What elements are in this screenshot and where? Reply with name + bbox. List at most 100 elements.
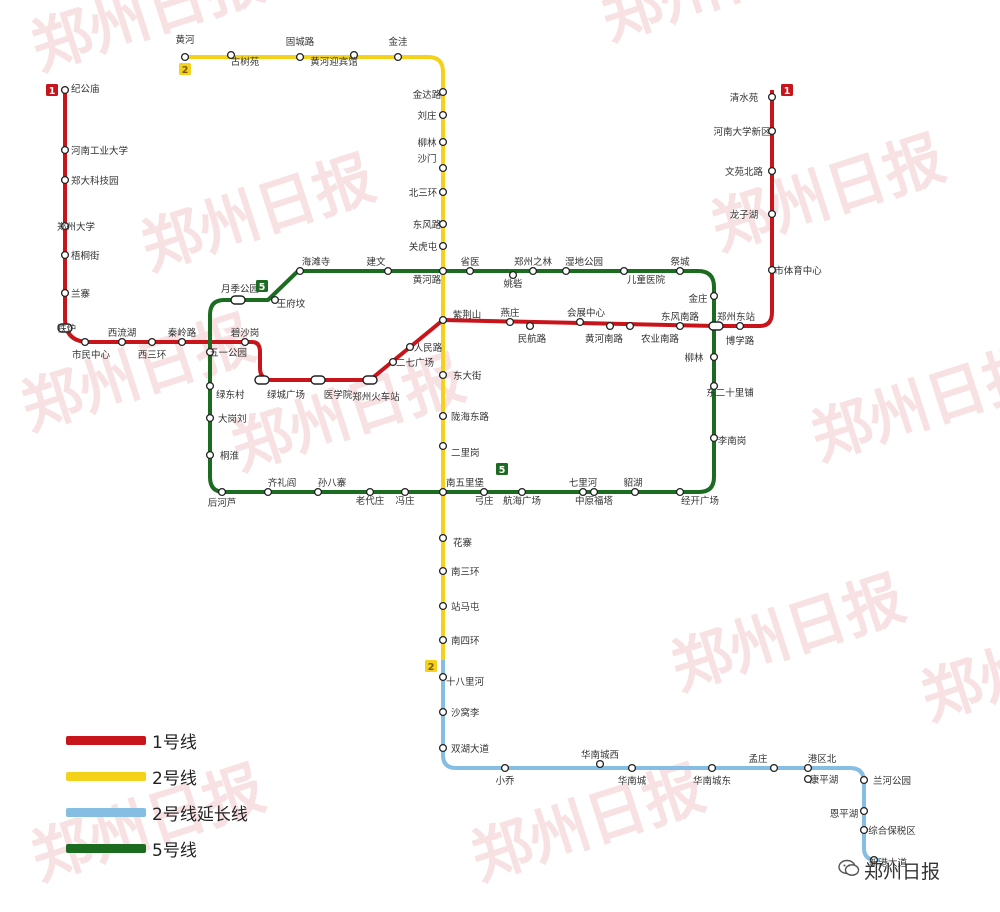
station[interactable]: 陇海东路 (438, 411, 490, 423)
station[interactable]: 东二十里铺 (706, 381, 754, 399)
station[interactable]: 齐礼阎 (263, 477, 297, 497)
station[interactable]: 王府坟 (270, 295, 306, 310)
station[interactable]: 北三环 (409, 187, 448, 199)
station[interactable]: 五一公园 (205, 347, 247, 359)
station[interactable]: 龙子湖 (730, 209, 777, 221)
station[interactable]: 绿东村 (205, 381, 245, 401)
station[interactable]: 建文 (366, 256, 393, 276)
station[interactable]: 航海广场 (503, 487, 541, 507)
station[interactable]: 二七广场 (388, 357, 434, 369)
station[interactable]: 紫荆山 (438, 309, 482, 325)
station[interactable]: 金庄 (688, 291, 719, 305)
station[interactable]: 沙门 (417, 153, 448, 173)
station[interactable]: 固城路 (286, 36, 315, 62)
station[interactable]: 华南城西 (581, 749, 619, 769)
station[interactable]: 十八里河 (438, 672, 485, 688)
station[interactable]: 人民路 (405, 342, 443, 354)
station[interactable]: 河南大学新区 (713, 126, 777, 138)
station-label: 华南城东 (693, 775, 731, 787)
station[interactable]: 西三环 (138, 337, 167, 361)
station[interactable]: 省医 (460, 256, 480, 276)
station[interactable]: 博学路 (726, 321, 755, 347)
station[interactable]: 新港大道 (869, 855, 908, 869)
station[interactable]: 恩平湖 (830, 806, 869, 820)
station[interactable]: 燕庄 (500, 307, 520, 327)
station[interactable]: 关虎屯 (409, 241, 448, 253)
station[interactable]: 文苑北路 (725, 166, 777, 178)
station[interactable]: 市民中心 (72, 337, 111, 361)
station[interactable]: 海滩寺 (295, 256, 331, 276)
station[interactable]: 黄河路 (413, 266, 448, 286)
station[interactable]: 冯庄 (395, 487, 415, 507)
station[interactable]: 郑州大学 (57, 221, 95, 233)
station-marker (627, 763, 637, 773)
station[interactable]: 纪公庙 (60, 83, 100, 95)
station[interactable]: 康平湖 (803, 774, 839, 786)
station[interactable]: 刘庄 (417, 110, 448, 122)
station-label: 郑大科技园 (71, 175, 119, 187)
station[interactable]: 柳林 (417, 137, 448, 149)
station[interactable]: 郑州火车站 (352, 375, 400, 403)
station[interactable]: 祭城 (670, 256, 690, 276)
station[interactable]: 郑州之林 (514, 256, 553, 276)
station[interactable]: 东风南路 (661, 311, 700, 331)
station-marker (438, 137, 448, 147)
station[interactable]: 貂湖 (623, 477, 643, 497)
station[interactable]: 市体育中心 (767, 265, 823, 277)
station[interactable]: 南三环 (438, 566, 480, 578)
station[interactable]: 经开广场 (675, 487, 719, 507)
station[interactable]: 南五里堡 (438, 477, 485, 497)
station[interactable]: 金洼 (388, 36, 408, 62)
station[interactable]: 七里河 (569, 477, 598, 497)
station[interactable]: 站马屯 (438, 601, 480, 613)
station[interactable]: 兰寨 (60, 288, 91, 300)
station[interactable]: 双湖大道 (438, 743, 490, 755)
station[interactable]: 农业南路 (625, 321, 680, 345)
station[interactable]: 黄河迎宾馆 (310, 50, 359, 68)
station[interactable]: 铁炉 (57, 323, 76, 335)
station[interactable]: 河南工业大学 (60, 145, 128, 157)
station[interactable]: 南四环 (438, 635, 480, 647)
station[interactable]: 弓庄 (474, 487, 494, 507)
station[interactable]: 会展中心 (567, 307, 606, 327)
station[interactable]: 金达路 (413, 87, 448, 101)
station[interactable]: 姚砦 (503, 270, 523, 290)
station[interactable]: 东大街 (438, 370, 482, 382)
station[interactable]: 清水苑 (730, 92, 777, 104)
station-marker (859, 806, 869, 816)
station[interactable]: 华南城东 (693, 763, 731, 787)
station[interactable]: 古树苑 (226, 50, 260, 68)
station[interactable]: 儿童医院 (619, 266, 666, 286)
station[interactable]: 柳林 (684, 352, 719, 364)
station[interactable]: 李南岗 (709, 433, 747, 447)
station[interactable]: 华南城 (618, 763, 647, 787)
station[interactable]: 郑州东站 (708, 311, 755, 331)
station[interactable]: 港区北 (803, 753, 837, 773)
station[interactable]: 大岗刘 (205, 413, 247, 425)
station[interactable]: 桐淮 (205, 450, 240, 462)
station[interactable]: 湿地公园 (561, 256, 603, 276)
station[interactable]: 民航路 (518, 321, 547, 345)
station[interactable]: 花寨 (438, 533, 473, 549)
station[interactable]: 综合保税区 (859, 825, 917, 837)
station[interactable]: 郑大科技园 (60, 175, 119, 187)
station[interactable]: 兰河公园 (859, 775, 911, 787)
station[interactable]: 秦岭路 (168, 327, 197, 347)
station[interactable]: 中原福塔 (575, 487, 614, 507)
station[interactable]: 后河芦 (208, 487, 237, 509)
station[interactable]: 梧桐街 (60, 250, 100, 262)
station[interactable]: 黄河南路 (585, 321, 624, 345)
station[interactable]: 月季公园 (221, 283, 259, 305)
station[interactable]: 小乔 (495, 763, 515, 787)
station[interactable]: 孙八寨 (313, 477, 347, 497)
station[interactable]: 老代庄 (356, 487, 385, 507)
station[interactable]: 医学院 (310, 375, 353, 401)
station[interactable]: 黄河 (175, 34, 195, 62)
station[interactable]: 孟庄 (748, 753, 779, 773)
station[interactable]: 碧沙岗 (231, 327, 260, 347)
station[interactable]: 二里岗 (438, 441, 480, 459)
station[interactable]: 绿城广场 (254, 375, 305, 401)
station[interactable]: 西流湖 (108, 327, 137, 347)
station[interactable]: 东风路 (413, 219, 448, 231)
station[interactable]: 沙窝李 (438, 707, 480, 719)
